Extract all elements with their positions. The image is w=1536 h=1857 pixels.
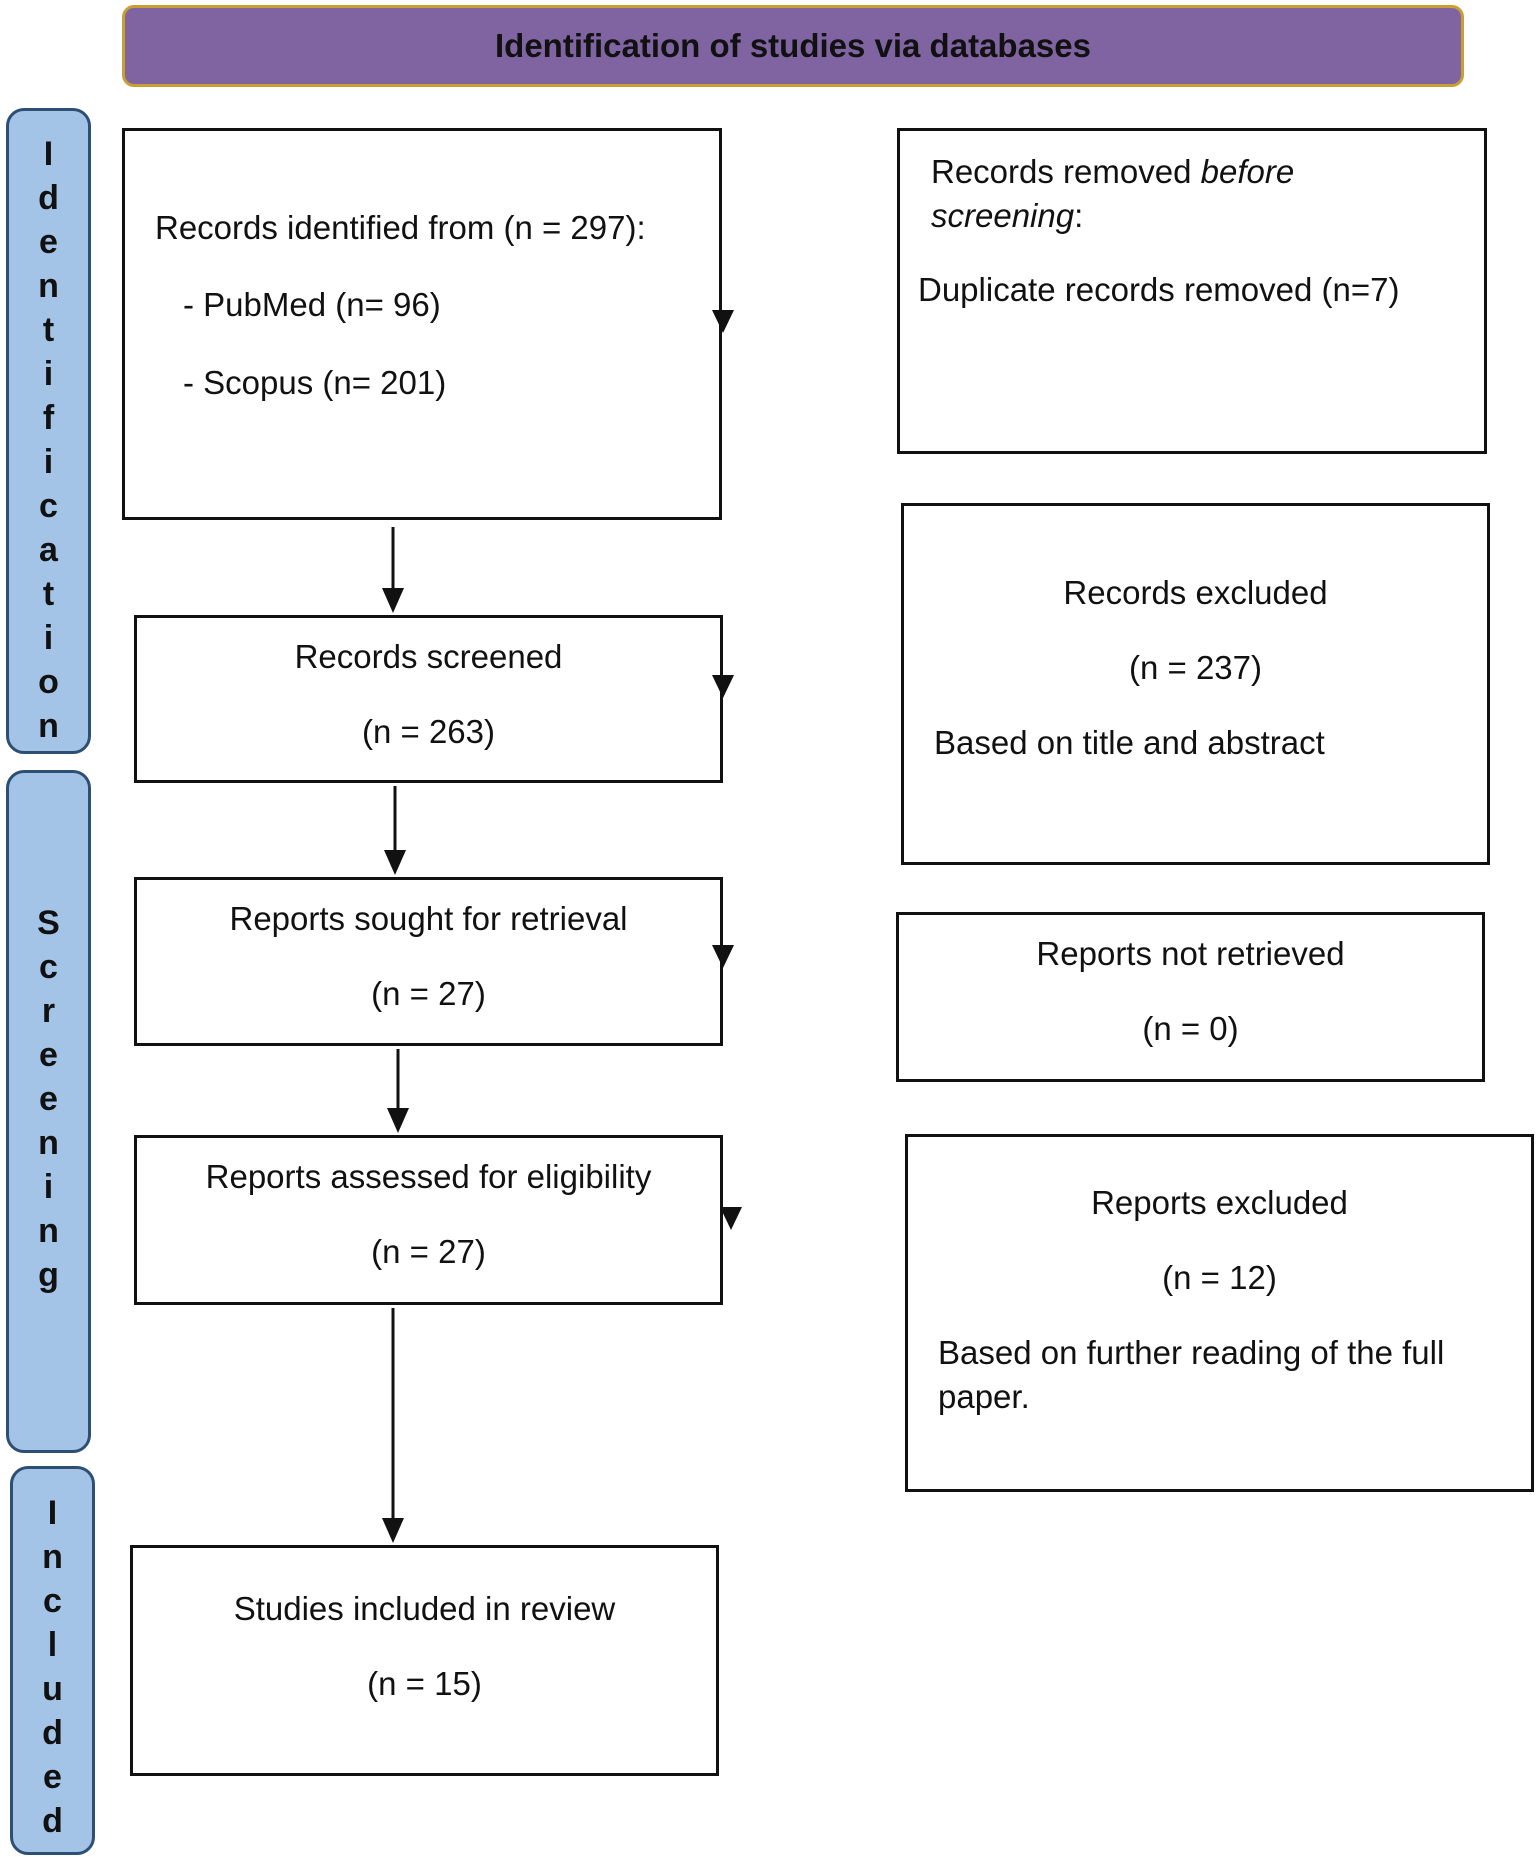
records-screened-count: (n = 263) bbox=[362, 713, 495, 750]
arrowhead-down bbox=[384, 850, 406, 875]
records-removed-title-colon: : bbox=[1074, 197, 1084, 234]
records-removed-title: Records removed before bbox=[931, 153, 1294, 191]
stage-letter: d bbox=[42, 1802, 63, 1840]
stage-letter: n bbox=[42, 1538, 63, 1576]
records-excluded-box: Records excluded (n = 237) Based on titl… bbox=[901, 503, 1490, 865]
stage-included: I n c l u d e d bbox=[10, 1466, 95, 1855]
studies-included-title: Studies included in review bbox=[233, 1590, 616, 1627]
records-excluded-title: Records excluded bbox=[1063, 574, 1328, 611]
arrowhead-side bbox=[712, 945, 734, 968]
stage-letter: i bbox=[43, 619, 54, 657]
stage-letter: I bbox=[47, 1494, 58, 1532]
stage-letter: c bbox=[43, 1582, 62, 1620]
stage-identification: I d e n t i f i c a t i o n bbox=[6, 108, 91, 754]
reports-excluded-box: Reports excluded (n = 12) Based on furth… bbox=[905, 1134, 1534, 1492]
reports-assessed-title: Reports assessed for eligibility bbox=[205, 1158, 652, 1195]
reports-excluded-note-cont: paper. bbox=[938, 1378, 1030, 1415]
stage-letter: g bbox=[38, 1256, 59, 1294]
stage-letter: d bbox=[42, 1714, 63, 1752]
stage-letter: e bbox=[39, 223, 58, 261]
stage-letter: e bbox=[39, 1080, 58, 1118]
reports-not-retrieved-title: Reports not retrieved bbox=[1036, 935, 1345, 972]
stage-letter: r bbox=[41, 992, 56, 1030]
reports-excluded-count: (n = 12) bbox=[1162, 1259, 1277, 1296]
stage-letter: t bbox=[42, 311, 55, 349]
stage-letter: o bbox=[38, 663, 59, 701]
stage-letter: l bbox=[47, 1626, 58, 1664]
arrowhead-down bbox=[387, 1108, 409, 1133]
header-title: Identification of studies via databases bbox=[495, 27, 1091, 64]
records-identified-title: Records identified from (n = 297): bbox=[155, 209, 646, 246]
stage-letter: S bbox=[37, 904, 60, 942]
stage-letter: f bbox=[42, 399, 55, 437]
stage-letter: a bbox=[39, 531, 58, 569]
reports-sought-count: (n = 27) bbox=[371, 975, 486, 1012]
records-removed-box: Records removed before screening: Duplic… bbox=[897, 128, 1487, 454]
records-removed-title-emphasis-2: screening bbox=[931, 197, 1075, 234]
reports-excluded-note: Based on further reading of the full bbox=[938, 1334, 1445, 1371]
records-identified-box: Records identified from (n = 297): - Pub… bbox=[122, 128, 722, 520]
records-screened-title: Records screened bbox=[294, 638, 563, 675]
stage-letter: e bbox=[43, 1758, 62, 1796]
duplicates-removed: Duplicate records removed (n=7) bbox=[918, 271, 1400, 308]
records-screened-box: Records screened (n = 263) bbox=[134, 615, 723, 783]
scopus-count: - Scopus (n= 201) bbox=[183, 364, 447, 401]
stage-letter: t bbox=[42, 575, 55, 613]
studies-included-count: (n = 15) bbox=[367, 1665, 482, 1702]
stage-screening: S c r e e n i n g bbox=[6, 770, 91, 1453]
studies-included-box: Studies included in review (n = 15) bbox=[130, 1545, 719, 1776]
arrowhead-down bbox=[382, 588, 404, 613]
reports-sought-title: Reports sought for retrieval bbox=[229, 900, 628, 937]
reports-excluded-title: Reports excluded bbox=[1091, 1184, 1348, 1221]
records-removed-title-text: Records removed bbox=[931, 153, 1201, 190]
records-removed-title-cont: screening: bbox=[931, 197, 1083, 235]
records-removed-title-emphasis: before bbox=[1200, 153, 1295, 190]
reports-not-retrieved-box: Reports not retrieved (n = 0) bbox=[896, 912, 1485, 1082]
arrowhead-side bbox=[712, 675, 734, 698]
arrowhead-side bbox=[720, 1207, 742, 1230]
stage-letter: i bbox=[43, 355, 54, 393]
stage-letter: e bbox=[39, 1036, 58, 1074]
stage-letter: c bbox=[39, 487, 58, 525]
arrowhead-side bbox=[712, 310, 734, 333]
stage-letter: I bbox=[43, 135, 54, 173]
stage-letter: c bbox=[39, 948, 58, 986]
stage-letter: d bbox=[38, 179, 59, 217]
reports-sought-box: Reports sought for retrieval (n = 27) bbox=[134, 877, 723, 1046]
stage-letter: n bbox=[38, 1124, 59, 1162]
stage-letter: i bbox=[43, 443, 54, 481]
stage-letter: u bbox=[42, 1670, 63, 1708]
stage-letter: n bbox=[38, 1212, 59, 1250]
stage-letter: n bbox=[38, 267, 59, 305]
reports-not-retrieved-count: (n = 0) bbox=[1142, 1010, 1239, 1047]
pubmed-count: - PubMed (n= 96) bbox=[183, 286, 441, 323]
records-excluded-note: Based on title and abstract bbox=[934, 724, 1325, 761]
reports-assessed-count: (n = 27) bbox=[371, 1233, 486, 1270]
arrowhead-down bbox=[382, 1518, 404, 1543]
reports-assessed-box: Reports assessed for eligibility (n = 27… bbox=[134, 1135, 723, 1305]
stage-letter: i bbox=[43, 1168, 54, 1206]
records-excluded-count: (n = 237) bbox=[1129, 649, 1262, 686]
stage-letter: n bbox=[38, 707, 59, 745]
diagram-header: Identification of studies via databases bbox=[122, 5, 1464, 87]
